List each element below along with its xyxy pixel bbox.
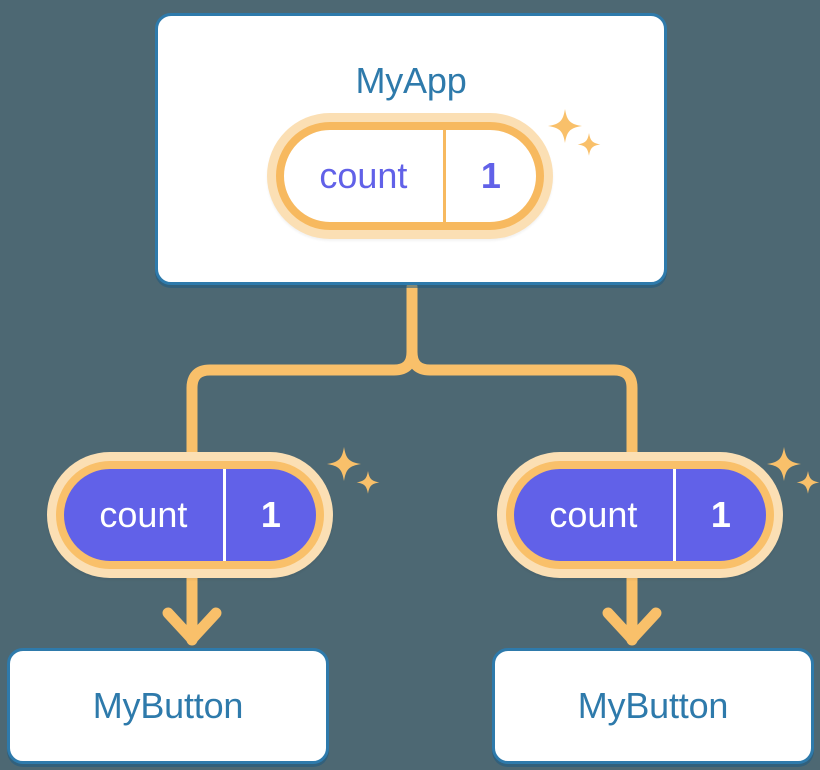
state-pill-body: count 1: [276, 122, 544, 230]
arrow-head-right: [602, 607, 662, 645]
state-value: 1: [222, 469, 316, 561]
state-key: count: [549, 494, 638, 535]
arrow-head-left: [162, 607, 222, 645]
component-card-mybutton-right[interactable]: MyButton: [492, 648, 814, 764]
state-pill-myapp[interactable]: count 1: [267, 113, 553, 239]
component-title: MyButton: [92, 685, 244, 726]
sparkle-icon: [327, 447, 380, 494]
state-pill-child-left[interactable]: count 1: [47, 452, 333, 578]
connector-branch-left: [186, 346, 418, 458]
state-value: 1: [442, 130, 536, 222]
state-key: count: [319, 155, 408, 196]
state-pill-body: count 1: [506, 461, 774, 569]
state-pill-body: count 1: [56, 461, 324, 569]
state-value: 1: [672, 469, 766, 561]
component-card-mybutton-left[interactable]: MyButton: [7, 648, 329, 764]
connector-branch-right: [406, 346, 638, 458]
component-title: MyButton: [577, 685, 729, 726]
state-pill-child-right[interactable]: count 1: [497, 452, 783, 578]
page-title: MyApp: [355, 60, 467, 101]
state-key: count: [99, 494, 188, 535]
